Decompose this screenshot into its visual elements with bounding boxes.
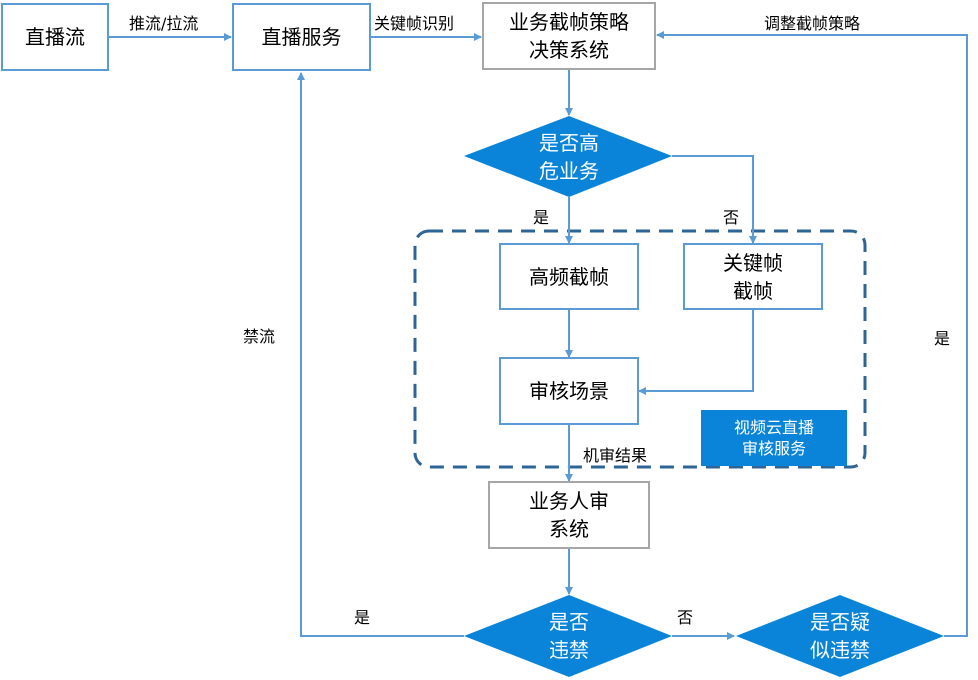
suspected-violation-decision-label: 是否疑 似违禁	[810, 610, 870, 662]
edge-suspected-yes-adjust	[656, 31, 968, 637]
edge-violation-yes-ban	[297, 72, 464, 637]
label-machine-result: 机审结果	[583, 446, 648, 465]
high-risk-diamond	[464, 116, 672, 197]
edge-highrisk-no	[672, 155, 757, 244]
node-review-scene-label: 审核场景	[529, 379, 609, 403]
label-violation-yes: 是	[354, 608, 371, 627]
label-suspected-yes: 是	[934, 329, 951, 348]
violation-diamond	[464, 595, 672, 677]
node-keyframe-capture[interactable]: 关键帧 截帧	[683, 243, 823, 310]
high-risk-decision-label: 是否高 危业务	[539, 131, 599, 183]
node-live-stream-label: 直播流	[25, 25, 85, 49]
node-high-freq-capture[interactable]: 高频截帧	[499, 243, 639, 310]
node-human-review-system[interactable]: 业务人审 系统	[488, 481, 650, 549]
node-live-service-label: 直播服务	[261, 25, 342, 49]
suspected-violation-diamond	[736, 595, 944, 677]
label-ban-stream: 禁流	[243, 327, 276, 346]
node-strategy-system-label: 业务截帧策略 决策系统	[509, 10, 629, 62]
cloud-review-service-badge: 视频云直播 审核服务	[701, 410, 847, 466]
edge-keyframe-to-scene	[638, 310, 754, 395]
node-live-service[interactable]: 直播服务	[232, 3, 371, 71]
node-human-review-system-label: 业务人审 系统	[529, 489, 609, 541]
label-keyframe-detect: 关键帧识别	[374, 14, 455, 33]
cloud-review-group-border	[413, 229, 867, 469]
node-review-scene[interactable]: 审核场景	[499, 357, 639, 425]
label-violation-no: 否	[677, 608, 694, 627]
node-live-stream[interactable]: 直播流	[1, 3, 109, 71]
node-keyframe-capture-label: 关键帧 截帧	[723, 250, 783, 303]
label-high-risk-yes: 是	[533, 208, 550, 227]
violation-decision-label: 是否 违禁	[549, 610, 589, 662]
label-adjust-strategy: 调整截帧策略	[764, 14, 861, 33]
label-high-risk-no: 否	[723, 208, 740, 227]
label-push-pull: 推流/拉流	[129, 14, 199, 33]
node-strategy-system[interactable]: 业务截帧策略 决策系统	[482, 2, 656, 70]
node-high-freq-capture-label: 高频截帧	[529, 264, 609, 289]
